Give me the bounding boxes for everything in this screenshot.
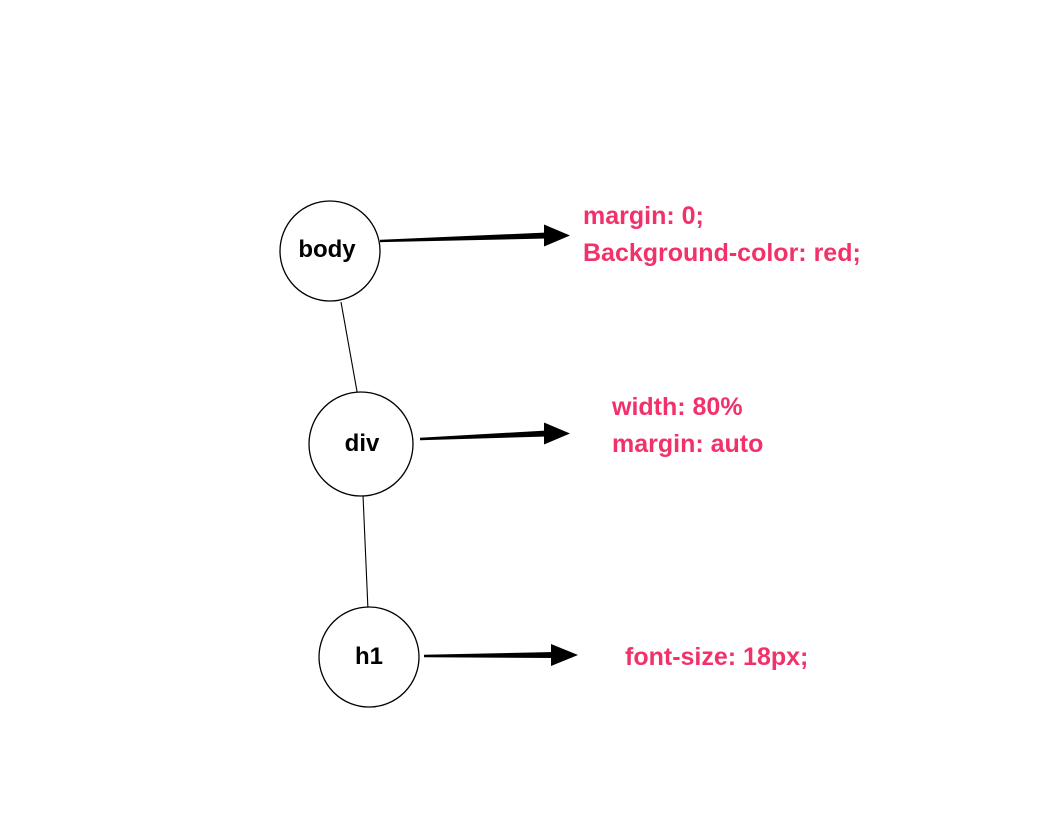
- node-body-label: body: [298, 236, 356, 263]
- div-rule-margin: margin: auto: [612, 430, 764, 458]
- arrow-div-shaft: [420, 430, 547, 441]
- arrow-h1-head: [551, 644, 578, 666]
- node-div-label: div: [345, 430, 380, 457]
- body-rule-margin: margin: 0;: [583, 202, 704, 230]
- node-body-circle: [279, 200, 381, 302]
- arrow-h1-shaft: [424, 652, 554, 658]
- edge-body-div: [340, 301, 359, 398]
- edge-div-h1: [362, 494, 369, 611]
- arrow-h1: [424, 644, 578, 666]
- node-div: div: [308, 391, 414, 497]
- arrow-body-head: [544, 224, 570, 247]
- div-rule-width: width: 80%: [612, 393, 743, 421]
- node-h1: h1: [318, 606, 420, 708]
- node-body: body: [279, 200, 381, 302]
- arrow-body-shaft: [380, 232, 547, 243]
- div-rules: width: 80% margin: auto: [612, 389, 763, 463]
- arrow-div: [420, 422, 570, 445]
- arrow-div-head: [544, 422, 570, 445]
- node-h1-label: h1: [355, 643, 383, 670]
- body-rules: margin: 0; Background-color: red;: [583, 198, 861, 272]
- arrow-body: [380, 224, 570, 247]
- node-div-circle: [308, 391, 414, 497]
- body-rule-background: Background-color: red;: [583, 239, 861, 267]
- node-h1-circle: [318, 606, 420, 708]
- h1-rules: font-size: 18px;: [625, 639, 808, 676]
- h1-rule-font-size: font-size: 18px;: [625, 643, 809, 671]
